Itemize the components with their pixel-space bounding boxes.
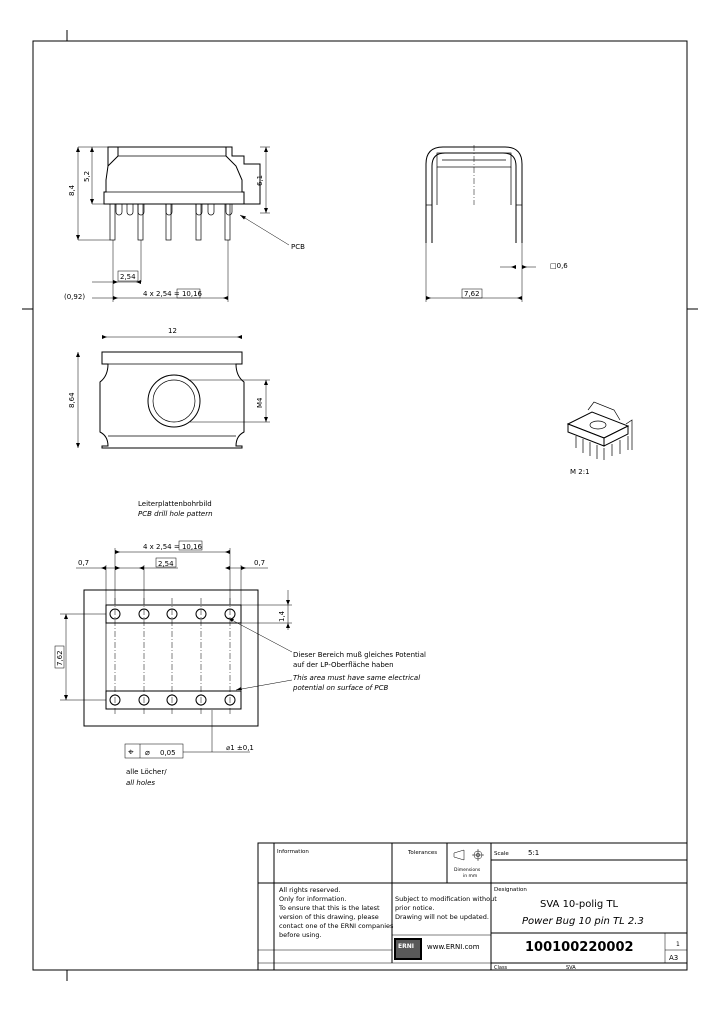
designation-de: SVA 10-polig TL: [540, 899, 619, 910]
hole-diameter: ⌀1 ±0,1: [226, 744, 254, 752]
dim-row-spacing: 7,62: [464, 290, 480, 298]
dim-pitch: 2,54: [120, 273, 136, 281]
pcb-dim-pitch: 2,54: [158, 560, 174, 568]
pcb-row-top: [105, 604, 242, 624]
dim-offset: (0,92): [64, 293, 85, 301]
class-value: SVA: [566, 965, 576, 971]
scale-label: Scale: [494, 851, 509, 857]
dim-height-right: 6,1: [256, 175, 264, 186]
tol-symbol-icon: ⌖: [128, 747, 134, 758]
dimensions-unit: in mm: [463, 873, 477, 879]
holes-en: all holes: [126, 779, 155, 787]
side-view: 7,62 □0,6: [425, 145, 568, 302]
class-label: Class: [494, 965, 508, 971]
tol-diameter: ⌀: [145, 748, 150, 757]
designation-en: Power Bug 10 pin TL 2.3: [522, 916, 644, 927]
designation-label: Designation: [494, 887, 527, 893]
website: www.ERNI.com: [427, 943, 480, 951]
position-tolerance-frame: ⌖ ⌀ 0,05: [124, 743, 184, 759]
note-en-2: potential on surface of PCB: [292, 684, 388, 692]
dim-thread: M4: [256, 397, 264, 408]
subject-3: Drawing will not be updated.: [395, 913, 489, 921]
iso-hole: [589, 420, 607, 430]
tol-value: 0,05: [160, 749, 176, 757]
rights-3: To ensure that this is the latest: [278, 904, 380, 912]
front-view: 8,4 5,2 6,1 2,54 (0,92) 4 x 2,54 = 10,16…: [64, 146, 305, 302]
tolerances-label: Tolerances: [407, 850, 437, 856]
drawing-border: [32, 40, 688, 971]
dim-height-total: 8,4: [68, 184, 76, 196]
pcb-dim-edge-left: 0,7: [78, 559, 89, 567]
holes-de: alle Löcher/: [126, 768, 167, 776]
pcb-label: PCB: [291, 243, 305, 251]
pcb-pattern: Leiterplattenbohrbild PCB drill hole pat…: [54, 500, 426, 787]
note-en-1: This area must have same electrical: [293, 674, 420, 682]
rights-5: contact one of the ERNI companies: [279, 922, 394, 930]
pcb-row-bottom: [105, 690, 242, 710]
note-de-2: auf der LP-Oberfläche haben: [293, 661, 394, 669]
thread-hole-inner: [152, 379, 196, 423]
rights-2: Only for information.: [279, 895, 347, 903]
pcb-title-de: Leiterplattenbohrbild: [138, 500, 212, 508]
pcb-dim-edge-right: 0,7: [254, 559, 265, 567]
title-block: Information Tolerances Dimensions in mm …: [257, 842, 688, 971]
dim-height: 8,64: [68, 392, 76, 408]
erni-logo: ERNI: [394, 938, 422, 960]
dim-pin: □0,6: [550, 262, 568, 270]
sheet-size: A3: [669, 954, 678, 962]
erni-logo-text: ERNI: [398, 943, 414, 950]
pcb-title-en: PCB drill hole pattern: [138, 510, 213, 518]
note-de-1: Dieser Bereich muß gleiches Potential: [293, 651, 426, 659]
sheet-number: 1: [676, 941, 680, 948]
iso-scale: M 2:1: [570, 468, 590, 476]
part-number: 100100220002: [525, 940, 634, 955]
dim-pitch-total: 4 x 2,54 = 10,16: [143, 290, 203, 298]
dim-height-body: 5,2: [83, 171, 91, 182]
iso-view: M 2:1: [566, 401, 633, 476]
pcb-dim-row-spacing: 7,62: [56, 650, 64, 666]
front-pins: [109, 203, 233, 241]
scale-value: 5:1: [528, 849, 539, 857]
pcb-dim-pitch-total: 4 x 2,54 = 10,16: [143, 543, 203, 551]
rights-1: All rights reserved.: [279, 886, 340, 894]
dim-width: 12: [168, 327, 177, 335]
subject-1: Subject to modification without: [395, 895, 497, 903]
pcb-dim-row-offset: 1,4: [278, 610, 286, 622]
information-label: Information: [277, 849, 309, 855]
rights-4: version of this drawing, please: [279, 913, 379, 921]
subject-2: prior notice.: [395, 904, 434, 912]
thread-hole-outer: [147, 374, 201, 428]
pcb-outline: [83, 589, 259, 727]
dimensions-label: Dimensions: [454, 867, 481, 873]
top-view: 12 8,64 M4: [68, 327, 270, 449]
projection-symbol-icon: [453, 849, 484, 861]
rights-6: before using.: [279, 931, 322, 939]
